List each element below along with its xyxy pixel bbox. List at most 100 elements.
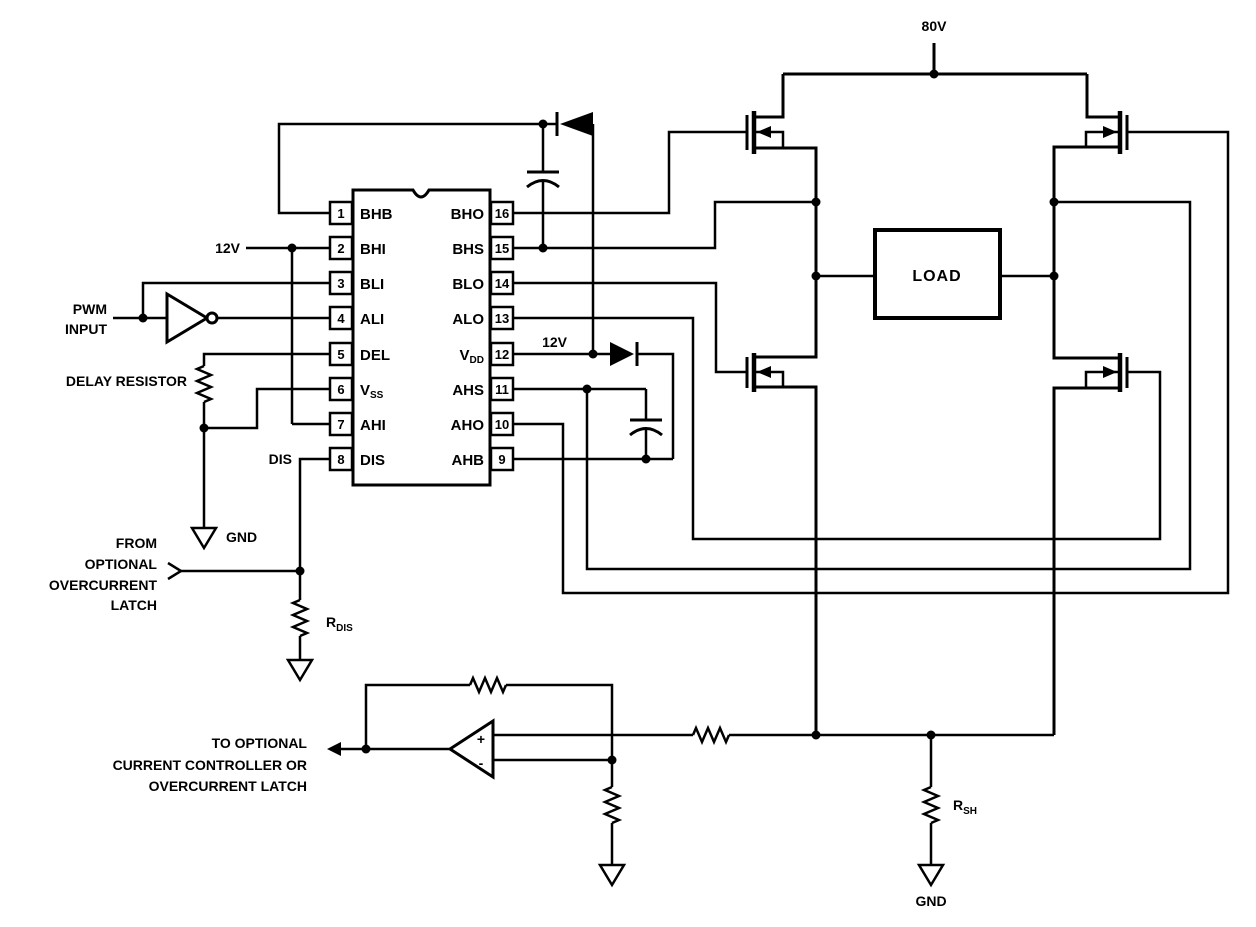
load-block: LOAD <box>873 228 1002 320</box>
bl-source-wire <box>754 385 818 735</box>
pwm-input-label: INPUT <box>65 321 107 337</box>
pin-number: 5 <box>337 347 344 362</box>
rdis-label: RDIS <box>326 614 353 634</box>
pin-name: VSS <box>360 382 384 401</box>
divider-resistor-icon <box>601 785 623 825</box>
pin-name: BHO <box>451 206 485 223</box>
junction-dot <box>1049 197 1059 207</box>
pin-number: 7 <box>337 417 344 432</box>
mosfet-low-side-right-icon <box>1084 353 1129 392</box>
pin-name: BHB <box>360 206 393 223</box>
junction-dot <box>926 730 936 740</box>
rdis-resistor-icon <box>289 598 311 638</box>
ground-icon <box>189 526 219 551</box>
diode-arrow <box>560 112 593 136</box>
mosfet-high-side-left-icon <box>745 111 785 154</box>
to-controller-label: CURRENT CONTROLLER OR <box>113 757 307 773</box>
bootstrap-diode-a-icon <box>610 342 639 366</box>
pin-name: BHI <box>360 241 386 258</box>
pin-box-12 <box>489 341 515 367</box>
left-phase-wire <box>754 146 818 359</box>
nmos-arrow <box>1103 126 1117 138</box>
bootstrap-diode-b-icon <box>555 112 593 136</box>
rsh-label: RSH <box>953 797 977 817</box>
pin-name: AHI <box>360 417 386 434</box>
pin-name: ALO <box>452 311 484 328</box>
ground-icon <box>916 863 946 888</box>
inverter-gate-icon <box>165 291 219 345</box>
bhs-wire <box>513 200 816 250</box>
nmos-arrow <box>757 126 771 138</box>
pin-box-2 <box>328 235 354 261</box>
tr-drain-wire <box>1085 74 1120 119</box>
bootstrap-capacitor-a-icon <box>629 418 663 437</box>
pin-box-10 <box>489 411 515 437</box>
junction-dot <box>929 69 939 79</box>
right-phase-wire <box>1052 145 1120 360</box>
junction-dot <box>641 454 651 464</box>
junction-dot <box>1049 271 1059 281</box>
gnd-label: GND <box>226 529 257 545</box>
input-arrow-icon <box>167 561 184 581</box>
from-latch-label: OVERCURRENT <box>49 577 158 593</box>
pin-number: 4 <box>337 311 345 326</box>
load-label: LOAD <box>912 268 961 285</box>
pin-name: BHS <box>452 241 484 258</box>
br-source-wire <box>1052 386 1120 735</box>
junction-dot <box>811 197 821 207</box>
pin-box-13 <box>489 305 515 331</box>
pin-number: 13 <box>495 311 509 326</box>
junction-dot <box>361 744 371 754</box>
junction-dot <box>295 566 305 576</box>
pin-name: ALI <box>360 311 384 328</box>
to-controller-label: OVERCURRENT LATCH <box>149 778 307 794</box>
bhb-wire <box>277 122 557 215</box>
cap-plate-curved <box>629 427 663 437</box>
pin-box-14 <box>489 270 515 296</box>
ground-icon <box>285 658 315 683</box>
pin-number: 15 <box>495 241 509 256</box>
feedback-resistor-icon <box>468 674 508 696</box>
ground-icon <box>597 863 627 888</box>
pin-name: AHB <box>452 452 485 469</box>
gnd-label: GND <box>915 893 946 909</box>
pin-box-8 <box>328 446 354 472</box>
delay-resistor-label: DELAY RESISTOR <box>66 373 187 389</box>
pin-number: 14 <box>495 276 510 291</box>
opamp-triangle <box>447 718 495 780</box>
boot-a-feed-wire <box>637 352 675 459</box>
aho-wire <box>513 130 1230 595</box>
mosfet-high-side-right-icon <box>1084 111 1129 154</box>
pin-name: VDD <box>460 347 484 366</box>
rsh-resistor-icon <box>920 785 942 825</box>
pin-number: 6 <box>337 382 344 397</box>
opamp-plus-label: + <box>477 731 485 747</box>
pin-number: 1 <box>337 206 344 221</box>
bli-wire <box>141 281 330 318</box>
pin-box-5 <box>328 341 354 367</box>
pin-box-4 <box>328 305 354 331</box>
pin-box-11 <box>489 376 515 402</box>
junction-dot <box>582 384 592 394</box>
supply-80v-label: 80V <box>922 18 948 34</box>
from-latch-label: FROM <box>116 535 157 551</box>
load-box <box>873 228 1002 320</box>
vcc-right-label: 12V <box>542 334 568 350</box>
inverter-triangle <box>165 291 210 345</box>
pin-box-3 <box>328 270 354 296</box>
mosfet-low-side-left-icon <box>745 353 785 392</box>
pin-number: 9 <box>498 452 505 467</box>
nmos-arrow <box>757 366 771 378</box>
inverter-bubble <box>205 311 219 325</box>
from-latch-label: LATCH <box>111 597 157 613</box>
pin-name: DEL <box>360 347 390 364</box>
vss-wire <box>204 387 330 430</box>
diode-arrow <box>610 342 634 366</box>
cap-plate-curved <box>526 179 560 189</box>
pin-number: 2 <box>337 241 344 256</box>
junction-dot <box>811 271 821 281</box>
pin-number: 12 <box>495 347 509 362</box>
pin-number: 8 <box>337 452 344 467</box>
pin-box-9 <box>489 446 515 472</box>
bootstrap-capacitor-b-icon <box>526 170 560 189</box>
